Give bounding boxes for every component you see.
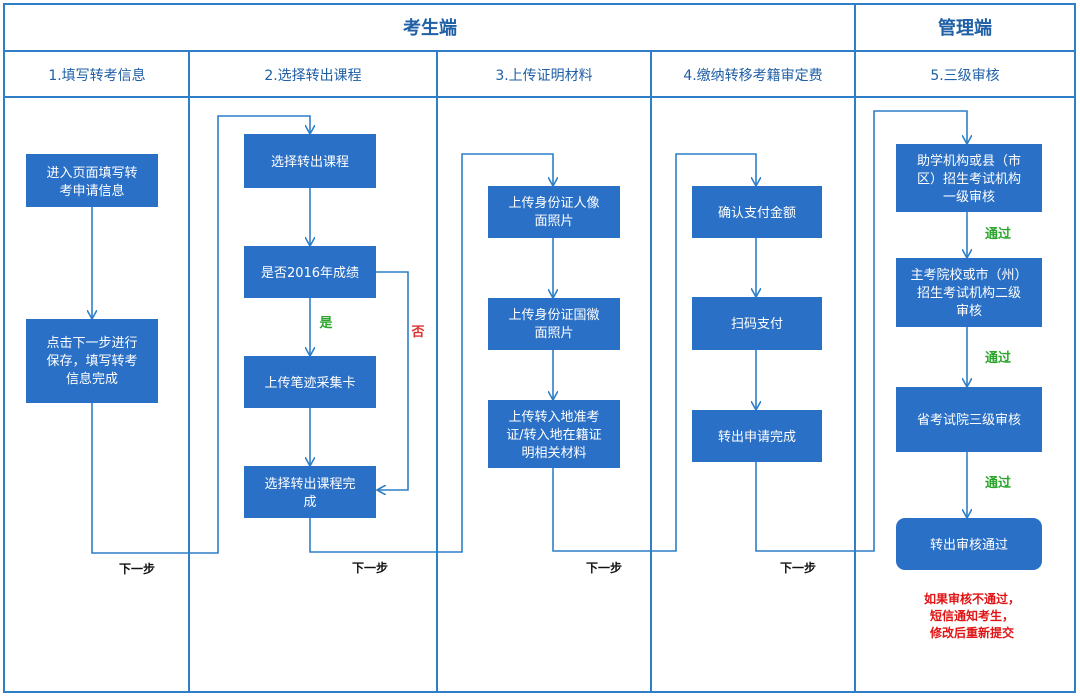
svg-text:上传转入地准考: 上传转入地准考 — [508, 410, 599, 425]
next-step-label: 下一步 — [780, 560, 816, 575]
step-box: 助学机构或县（市 区）招生考试机构 一级审核 — [896, 144, 1042, 212]
decision-box: 是否2016年成绩 — [244, 246, 376, 298]
admin-side-header: 管理端 — [938, 17, 992, 39]
column-header-5: 5.三级审核 — [930, 68, 999, 84]
no-label: 否 — [410, 325, 424, 340]
candidate-side-header: 考生端 — [403, 17, 457, 39]
svg-text:招生考试机构二级: 招生考试机构二级 — [917, 286, 1021, 301]
step-box: 主考院校或市（州） 招生考试机构二级 审核 — [896, 258, 1042, 327]
column-header-2: 2.选择转出课程 — [264, 68, 361, 84]
rejection-note-line: 如果审核不通过， — [924, 591, 1020, 606]
svg-text:明相关材料: 明相关材料 — [521, 446, 586, 461]
step-box: 上传转入地准考 证/转入地在籍证 明相关材料 — [488, 400, 620, 468]
column-header-1: 1.填写转考信息 — [48, 67, 145, 84]
svg-text:主考院校或市（州）: 主考院校或市（州） — [910, 267, 1027, 283]
step-boxes: 进入页面填写转 考申请信息 点击下一步进行 保存，填写转考 信息完成 选择转出课… — [26, 134, 1042, 570]
step-box: 上传身份证国徽 面照片 — [488, 298, 620, 350]
step-box: 选择转出课程 — [244, 134, 376, 188]
svg-text:转出申请完成: 转出申请完成 — [718, 430, 796, 445]
column-header-3: 3.上传证明材料 — [495, 68, 592, 84]
svg-text:进入页面填写转: 进入页面填写转 — [46, 166, 137, 181]
svg-text:确认支付金额: 确认支付金额 — [718, 205, 796, 221]
svg-text:是否2016年成绩: 是否2016年成绩 — [261, 266, 359, 281]
svg-text:选择转出课程: 选择转出课程 — [271, 155, 349, 170]
step-box: 选择转出课程完 成 — [244, 466, 376, 518]
svg-text:证/转入地在籍证: 证/转入地在籍证 — [506, 427, 601, 443]
svg-text:成: 成 — [303, 495, 316, 510]
svg-text:上传身份证人像: 上传身份证人像 — [508, 195, 599, 211]
svg-text:信息完成: 信息完成 — [66, 371, 118, 387]
svg-text:助学机构或县（市: 助学机构或县（市 — [917, 153, 1021, 169]
step-box: 进入页面填写转 考申请信息 — [26, 154, 158, 207]
terminal-box: 转出审核通过 — [896, 518, 1042, 570]
next-step-label: 下一步 — [352, 560, 388, 575]
flow-connectors — [92, 110, 967, 554]
yes-label: 是 — [318, 316, 333, 331]
pass-label: 通过 — [985, 475, 1011, 491]
next-step-label: 下一步 — [119, 561, 155, 576]
pass-label: 通过 — [985, 350, 1011, 366]
column-header-4: 4.缴纳转移考籍审定费 — [683, 67, 822, 84]
svg-text:面照片: 面照片 — [534, 214, 573, 229]
svg-text:上传身份证国徽: 上传身份证国徽 — [508, 307, 599, 323]
step-box: 上传笔迹采集卡 — [244, 356, 376, 408]
svg-text:保存，填写转考: 保存，填写转考 — [46, 354, 137, 369]
svg-text:点击下一步进行: 点击下一步进行 — [46, 336, 137, 351]
svg-text:面照片: 面照片 — [534, 326, 573, 341]
svg-text:省考试院三级审核: 省考试院三级审核 — [917, 413, 1021, 428]
pass-label: 通过 — [985, 226, 1011, 242]
svg-text:转出审核通过: 转出审核通过 — [930, 538, 1008, 553]
svg-text:选择转出课程完: 选择转出课程完 — [264, 477, 355, 492]
step-box: 确认支付金额 — [692, 186, 822, 238]
step-box: 点击下一步进行 保存，填写转考 信息完成 — [26, 319, 158, 403]
rejection-note-line: 短信通知考生， — [930, 608, 1014, 623]
step-box: 转出申请完成 — [692, 410, 822, 462]
svg-text:一级审核: 一级审核 — [943, 190, 995, 205]
step-box: 上传身份证人像 面照片 — [488, 186, 620, 238]
next-step-label: 下一步 — [586, 560, 622, 575]
rejection-note-line: 修改后重新提交 — [929, 625, 1014, 640]
svg-text:考申请信息: 考申请信息 — [59, 183, 124, 199]
step-box: 省考试院三级审核 — [896, 387, 1042, 452]
svg-text:区）招生考试机构: 区）招生考试机构 — [917, 172, 1021, 187]
svg-text:上传笔迹采集卡: 上传笔迹采集卡 — [264, 375, 355, 391]
svg-text:审核: 审核 — [956, 304, 982, 319]
step-box: 扫码支付 — [692, 297, 822, 350]
svg-text:扫码支付: 扫码支付 — [731, 317, 783, 332]
swimlane-grid — [3, 3, 1076, 693]
